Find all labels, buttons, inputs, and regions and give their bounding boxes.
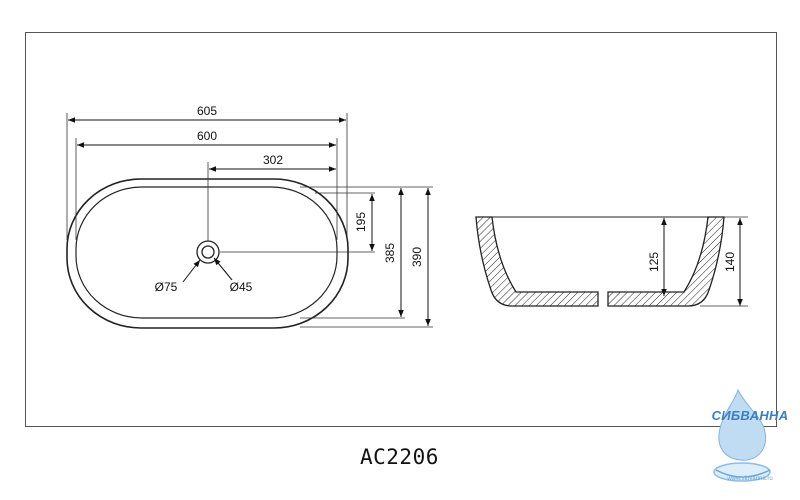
dim-195-label: 195: [354, 212, 368, 232]
water-drop-icon: [713, 388, 771, 482]
dim-600-label: 600: [197, 129, 217, 143]
basin-top-view: [66, 178, 349, 329]
leader-d45: [213, 257, 233, 281]
sibvanna-logo: СИБВАННА: [700, 388, 800, 495]
dimension-lines: [68, 117, 743, 326]
dim-385-label: 385: [383, 243, 397, 263]
dim-302-label: 302: [263, 153, 283, 167]
logo-url-text: www.sibvanna.ru: [727, 476, 773, 482]
extension-lines: [66, 113, 433, 328]
leader-d75: [182, 259, 201, 283]
side-extension-lines: [700, 216, 748, 307]
dim-d75-label: Ø75: [155, 280, 178, 294]
dim-140-label: 140: [723, 252, 737, 272]
basin-side-section: [475, 216, 725, 307]
model-number: AC2206: [360, 445, 439, 469]
dim-605-label: 605: [197, 104, 217, 118]
dim-390-label: 390: [410, 247, 424, 267]
drawing-frame: [25, 32, 777, 427]
dim-d45-label: Ø45: [230, 280, 253, 294]
logo-brand-text: СИБВАННА: [711, 408, 789, 423]
dim-125-label: 125: [647, 252, 661, 272]
